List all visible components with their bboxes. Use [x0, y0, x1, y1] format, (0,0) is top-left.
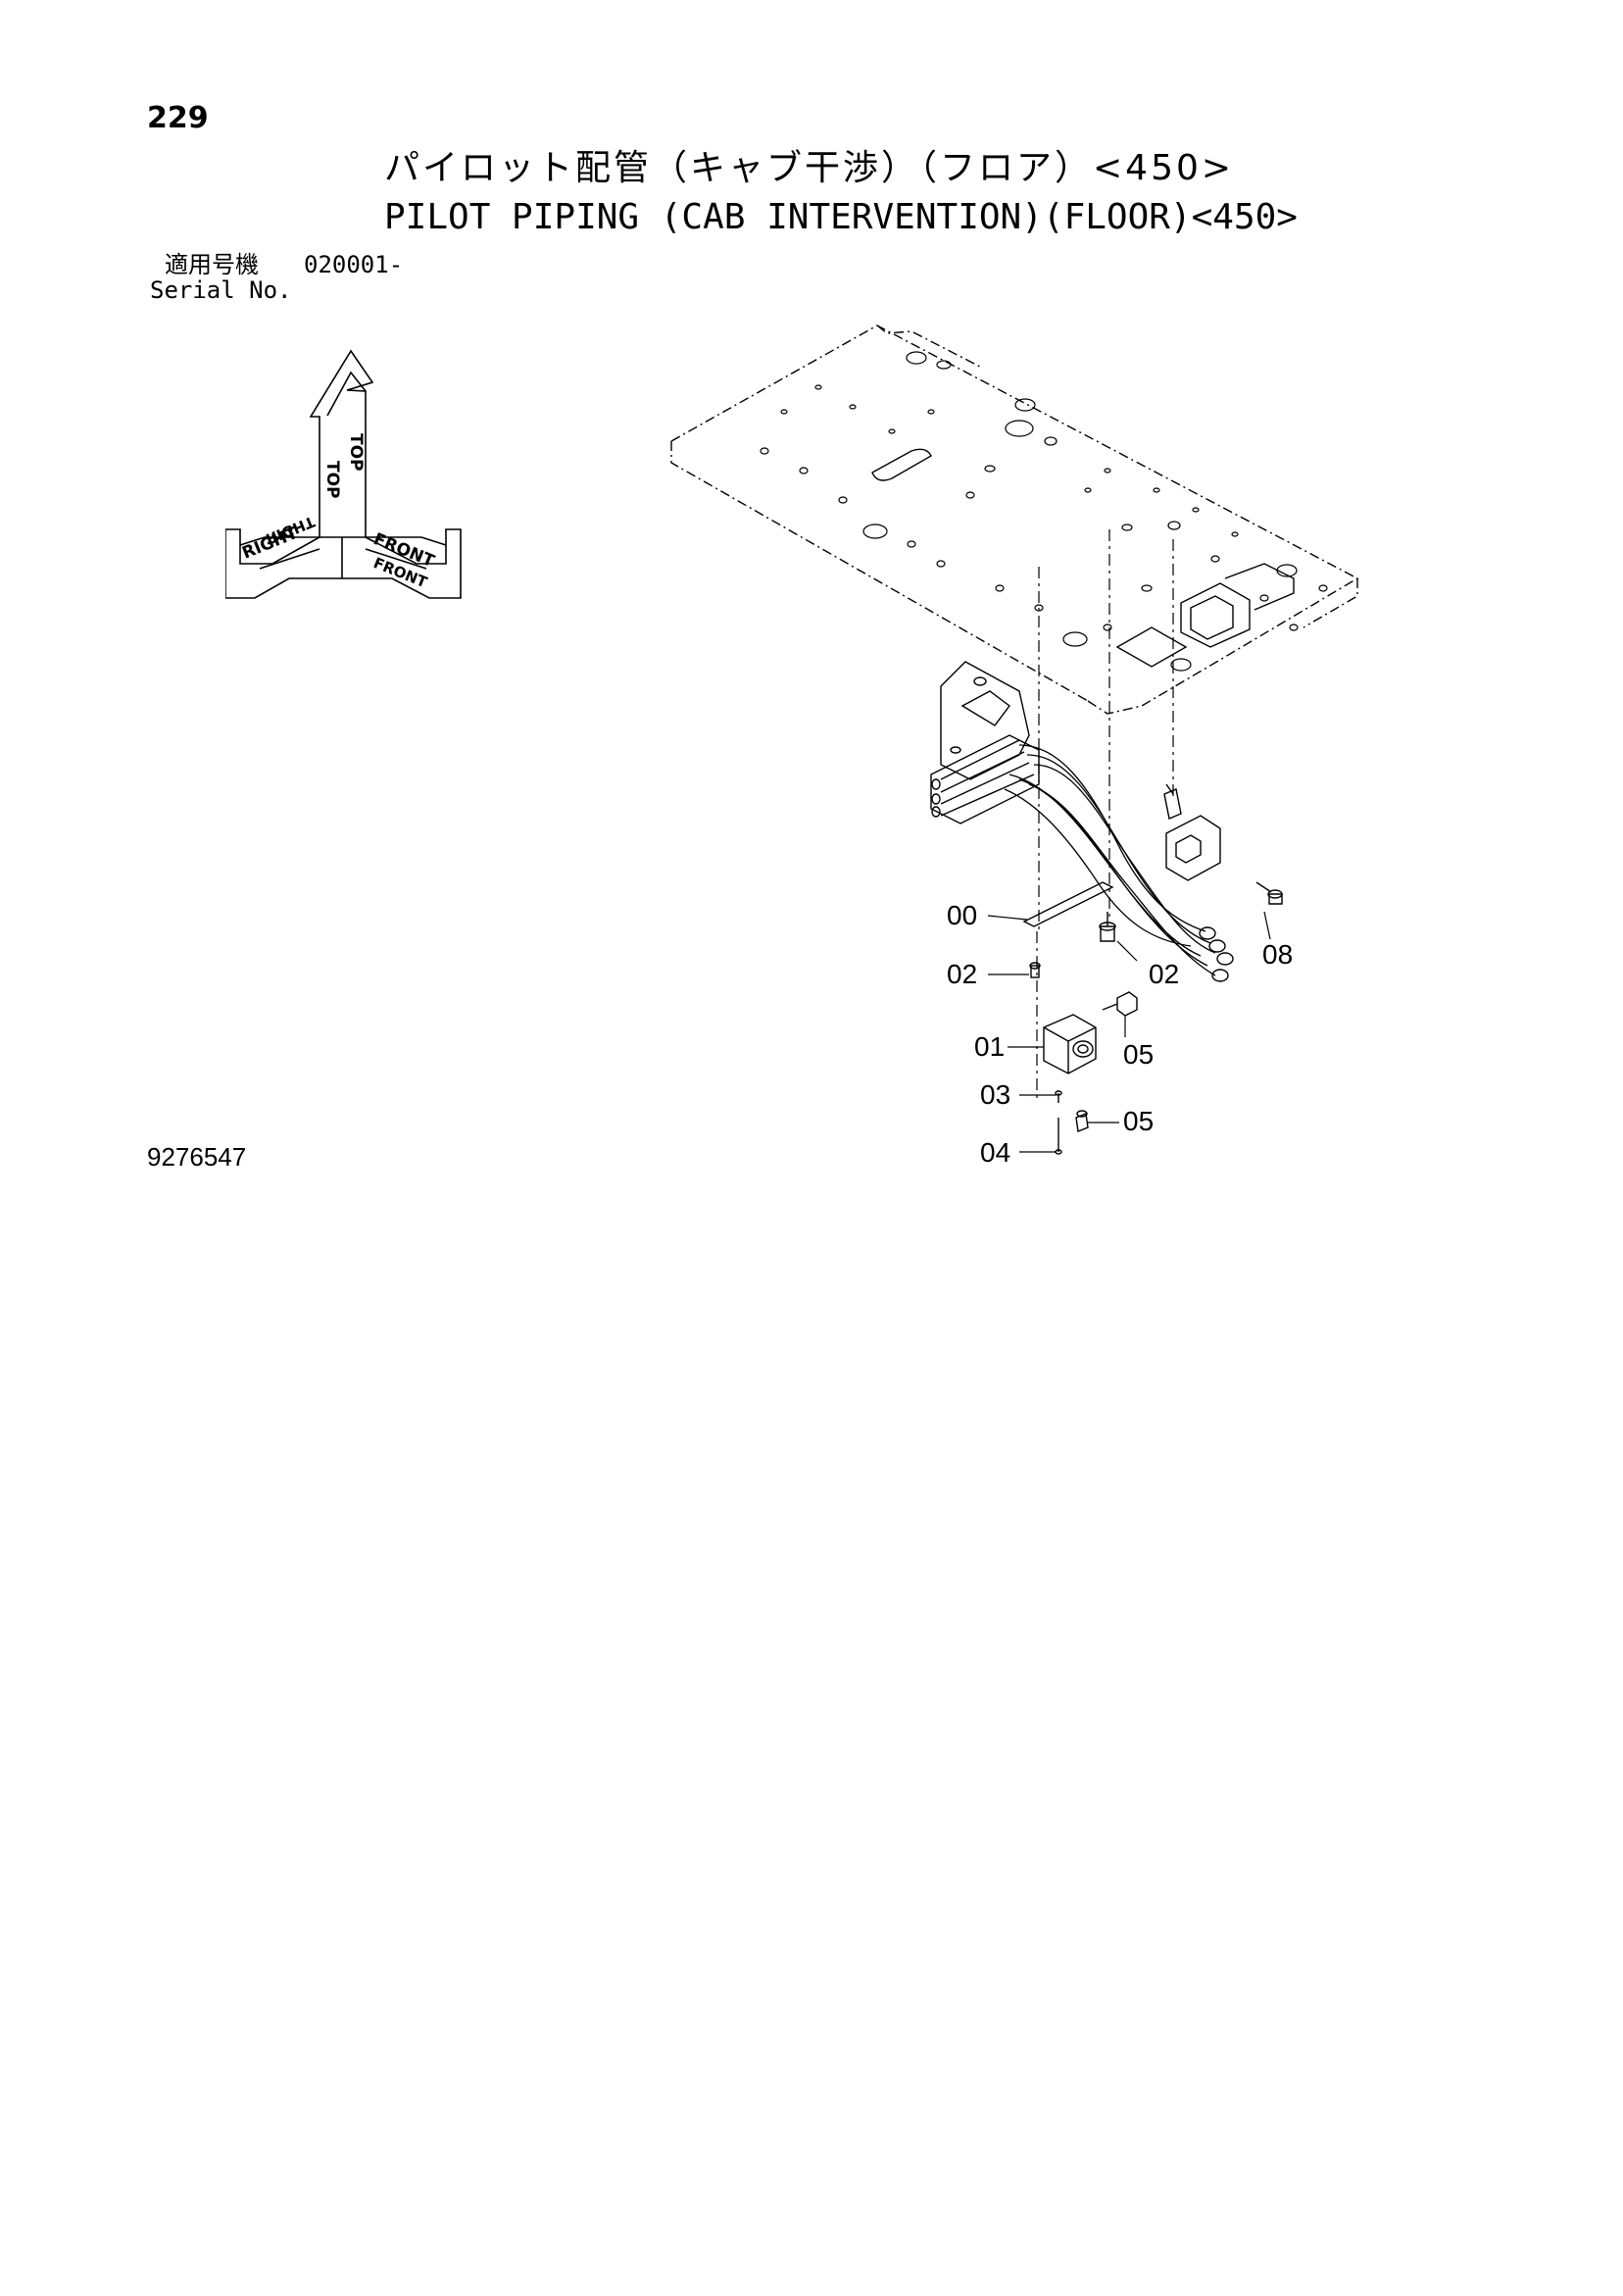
part-08-bolt: [1255, 881, 1283, 905]
part-00-plate: [1022, 881, 1114, 927]
callout-08: 08: [1262, 939, 1294, 970]
callout-05-upper: 05: [1123, 1039, 1155, 1070]
callout-00: 00: [947, 900, 978, 930]
floor-slot: [871, 448, 932, 481]
callout-04: 04: [980, 1137, 1011, 1168]
callout-02-left: 02: [947, 959, 978, 989]
floor-switch-box: [1180, 563, 1295, 648]
floor-plate-holes: [760, 351, 1328, 672]
hose-fittings: [1199, 926, 1234, 982]
page-number: 229: [147, 101, 209, 135]
orientation-indicator-icon: TOP TOP RIGHT RIGHT FRONT FRONT: [225, 349, 462, 599]
part-05-fitting-lower: [1075, 1110, 1089, 1132]
callout-03: 03: [980, 1079, 1011, 1110]
serial-number-value: 020001-: [304, 251, 404, 278]
leader-lines: [987, 911, 1271, 1153]
title-japanese: パイロット配管（キャブ干渉）（フロア）<450>: [384, 148, 1235, 188]
callout-01: 01: [974, 1031, 1006, 1062]
alignment-lines: [1036, 529, 1174, 1098]
floor-plate: [670, 324, 1359, 715]
part-02-bolts: [1029, 912, 1116, 978]
serial-label-english: Serial No.: [150, 276, 292, 304]
orientation-top-label: TOP: [346, 433, 366, 472]
exploded-parts-diagram: [670, 324, 1359, 1155]
valve-stack: [930, 734, 1040, 824]
part-01-pressure-switch: [1043, 1014, 1097, 1074]
valve-bracket: [940, 661, 1030, 780]
part-03-04-pins: [1055, 1090, 1062, 1155]
callout-02-right: 02: [1149, 959, 1180, 989]
orientation-top-label-2: TOP: [322, 461, 342, 499]
pilot-hoses: [1004, 744, 1216, 976]
title-english: PILOT PIPING (CAB INTERVENTION)(FLOOR)<4…: [384, 197, 1298, 237]
part-05-fitting-upper: [1102, 991, 1138, 1017]
floor-cutout: [1115, 626, 1188, 668]
solenoid-valve-block: [1163, 783, 1221, 881]
callout-05-lower: 05: [1123, 1106, 1155, 1136]
drawing-number: 9276547: [147, 1142, 247, 1172]
serial-label-japanese: 適用号機: [165, 251, 259, 278]
